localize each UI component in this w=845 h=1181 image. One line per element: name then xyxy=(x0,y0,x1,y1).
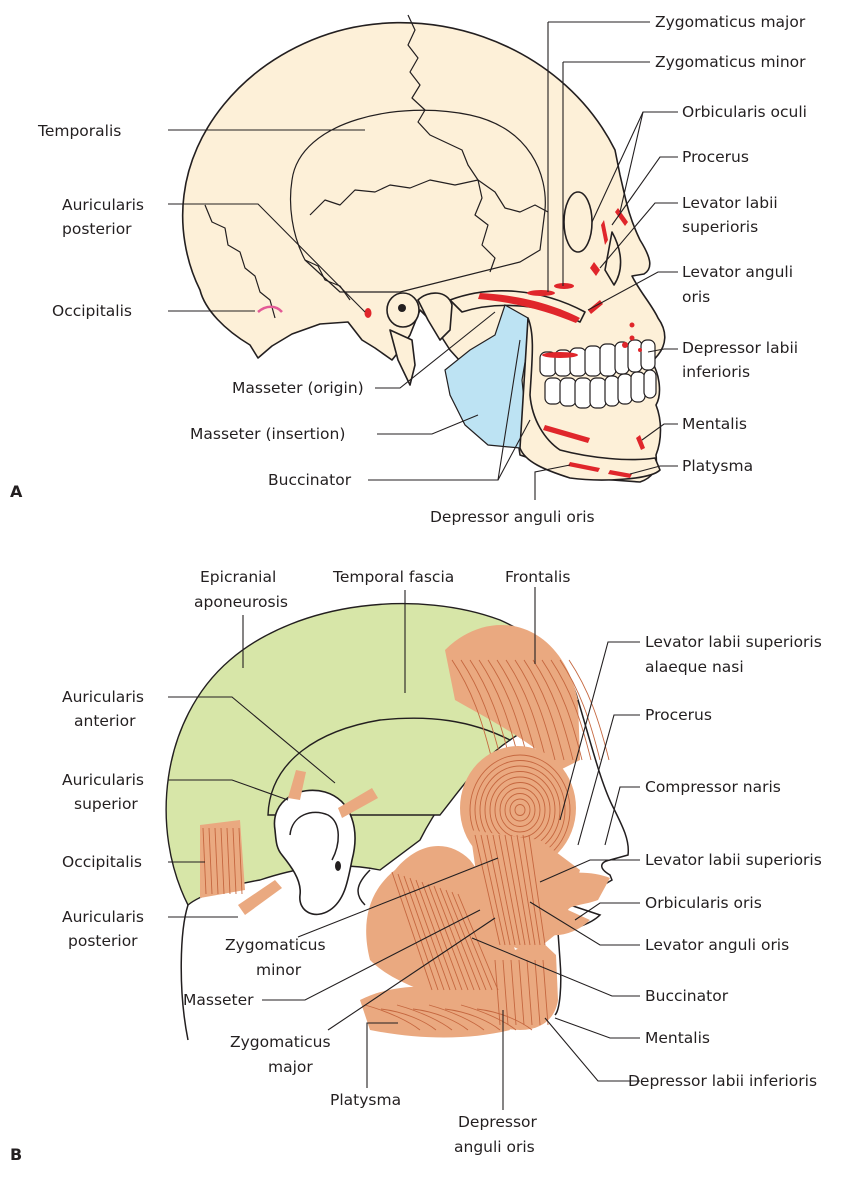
label-occipitalis-a: Occipitalis xyxy=(52,302,132,320)
label-levator-labii-superioris-b: Levator labii superioris xyxy=(645,851,822,869)
label-epicranial-aponeurosis-line1: Epicranial xyxy=(200,568,276,586)
orbit xyxy=(564,192,592,252)
label-compressor-naris: Compressor naris xyxy=(645,778,781,796)
label-auricularis-posterior-a-line1: Auricularis xyxy=(62,196,144,214)
label-platysma-a: Platysma xyxy=(682,457,753,475)
panel-a-skull-illustration xyxy=(183,15,665,482)
label-orbicularis-oris: Orbicularis oris xyxy=(645,894,762,912)
label-zygomaticus-major-b-line2: major xyxy=(268,1058,313,1076)
label-depressor-labii-inferioris-b: Depressor labii inferioris xyxy=(628,1072,817,1090)
label-temporalis: Temporalis xyxy=(37,122,121,140)
panel-label-a: A xyxy=(10,482,23,501)
neck-outline xyxy=(181,905,188,1040)
label-levator-labii-superioris-alaeque-nasi-line1: Levator labii superioris xyxy=(645,633,822,651)
label-auricularis-anterior-line1: Auricularis xyxy=(62,688,144,706)
label-frontalis: Frontalis xyxy=(505,568,570,586)
label-auricularis-posterior-b-line1: Auricularis xyxy=(62,908,144,926)
label-levator-labii-superioris-a-line1: Levator labii xyxy=(682,194,778,212)
label-auricularis-superior-line2: superior xyxy=(74,795,138,813)
ear-canal xyxy=(335,861,341,871)
label-procerus-a: Procerus xyxy=(682,148,749,166)
meatus-dot xyxy=(398,304,406,312)
label-depressor-anguli-oris-a: Depressor anguli oris xyxy=(430,508,595,526)
label-masseter-insertion: Masseter (insertion) xyxy=(190,425,345,443)
skull-outline xyxy=(183,23,665,482)
condyle xyxy=(418,293,452,340)
label-masseter-origin: Masseter (origin) xyxy=(232,379,364,397)
label-levator-labii-superioris-a-line2: superioris xyxy=(682,218,758,236)
jaw-outline xyxy=(358,870,370,905)
label-platysma-b: Platysma xyxy=(330,1091,401,1109)
label-depressor-labii-inferioris-a-line2: inferioris xyxy=(682,363,750,381)
label-buccinator-b: Buccinator xyxy=(645,987,729,1005)
label-masseter-b: Masseter xyxy=(183,991,254,1009)
label-mentalis-a: Mentalis xyxy=(682,415,747,433)
label-depressor-labii-inferioris-a-line1: Depressor labii xyxy=(682,339,798,357)
label-zygomaticus-major: Zygomaticus major xyxy=(655,13,806,31)
label-depressor-anguli-oris-b-line2: anguli oris xyxy=(454,1138,535,1156)
label-levator-anguli-oris-b: Levator anguli oris xyxy=(645,936,789,954)
label-auricularis-superior-line1: Auricularis xyxy=(62,771,144,789)
label-orbicularis-oculi: Orbicularis oculi xyxy=(682,103,807,121)
label-levator-anguli-oris-a-line1: Levator anguli xyxy=(682,263,793,281)
label-zygomaticus-minor: Zygomaticus minor xyxy=(655,53,806,71)
label-procerus-b: Procerus xyxy=(645,706,712,724)
label-zygomaticus-minor-b-line2: minor xyxy=(256,961,302,979)
label-auricularis-posterior-a-line2: posterior xyxy=(62,220,132,238)
label-temporal-fascia: Temporal fascia xyxy=(332,568,454,586)
label-zygomaticus-minor-b-line1: Zygomaticus xyxy=(225,936,326,954)
label-auricularis-posterior-b-line2: posterior xyxy=(68,932,138,950)
label-buccinator-a: Buccinator xyxy=(268,471,352,489)
label-levator-labii-superioris-alaeque-nasi-line2: alaeque nasi xyxy=(645,658,744,676)
label-zygomaticus-major-b-line1: Zygomaticus xyxy=(230,1033,331,1051)
label-levator-anguli-oris-a-line2: oris xyxy=(682,288,710,306)
label-occipitalis-b: Occipitalis xyxy=(62,853,142,871)
label-auricularis-anterior-line2: anterior xyxy=(74,712,136,730)
label-epicranial-aponeurosis-line2: aponeurosis xyxy=(194,593,288,611)
label-mentalis-b: Mentalis xyxy=(645,1029,710,1047)
panel-label-b: B xyxy=(10,1145,22,1164)
label-depressor-anguli-oris-b-line1: Depressor xyxy=(458,1113,538,1131)
